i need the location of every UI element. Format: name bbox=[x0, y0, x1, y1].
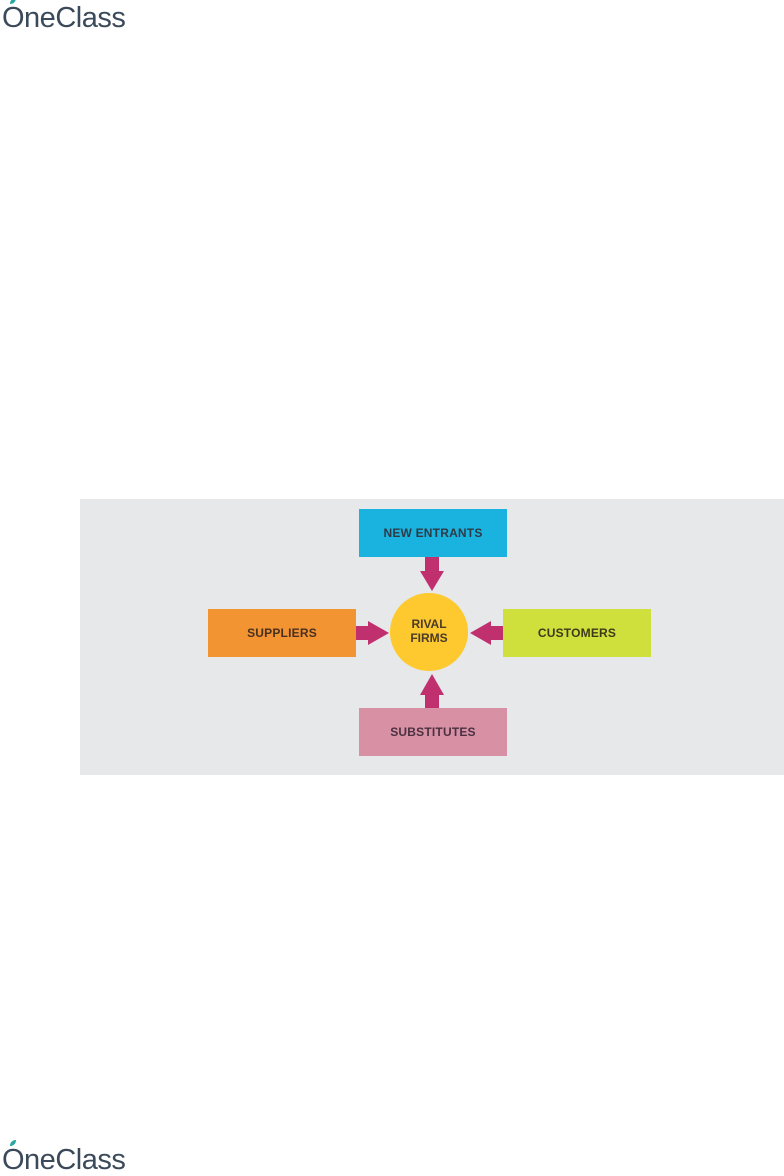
leaf-icon bbox=[9, 0, 17, 5]
arrow-from-new-entrants bbox=[420, 557, 444, 591]
suppliers-box: SUPPLIERS bbox=[208, 609, 356, 657]
five-forces-diagram: NEW ENTRANTS SUPPLIERS CUSTOMERS SUBSTIT… bbox=[80, 499, 784, 775]
arrow-from-substitutes bbox=[420, 674, 444, 708]
suppliers-label: SUPPLIERS bbox=[247, 626, 317, 640]
customers-box: CUSTOMERS bbox=[503, 609, 651, 657]
new-entrants-box: NEW ENTRANTS bbox=[359, 509, 507, 557]
oneclass-logo-wordmark: OneClass bbox=[2, 4, 125, 33]
substitutes-box: SUBSTITUTES bbox=[359, 708, 507, 756]
oneclass-footer-logo: OneClass bbox=[2, 1146, 125, 1175]
arrow-from-customers bbox=[470, 621, 503, 645]
rival-firms-circle: RIVAL FIRMS bbox=[390, 593, 468, 671]
oneclass-logo: OneClass bbox=[2, 4, 125, 33]
logo-text: OneClass bbox=[2, 2, 125, 34]
new-entrants-label: NEW ENTRANTS bbox=[383, 526, 482, 540]
oneclass-footer-wordmark: OneClass bbox=[2, 1146, 125, 1175]
rival-firms-line2: FIRMS bbox=[410, 632, 447, 646]
customers-label: CUSTOMERS bbox=[538, 626, 616, 640]
arrow-from-suppliers bbox=[356, 621, 389, 645]
leaf-icon bbox=[9, 1139, 17, 1147]
substitutes-label: SUBSTITUTES bbox=[390, 725, 476, 739]
rival-firms-line1: RIVAL bbox=[411, 618, 446, 632]
footer-logo-text: OneClass bbox=[2, 1144, 125, 1176]
